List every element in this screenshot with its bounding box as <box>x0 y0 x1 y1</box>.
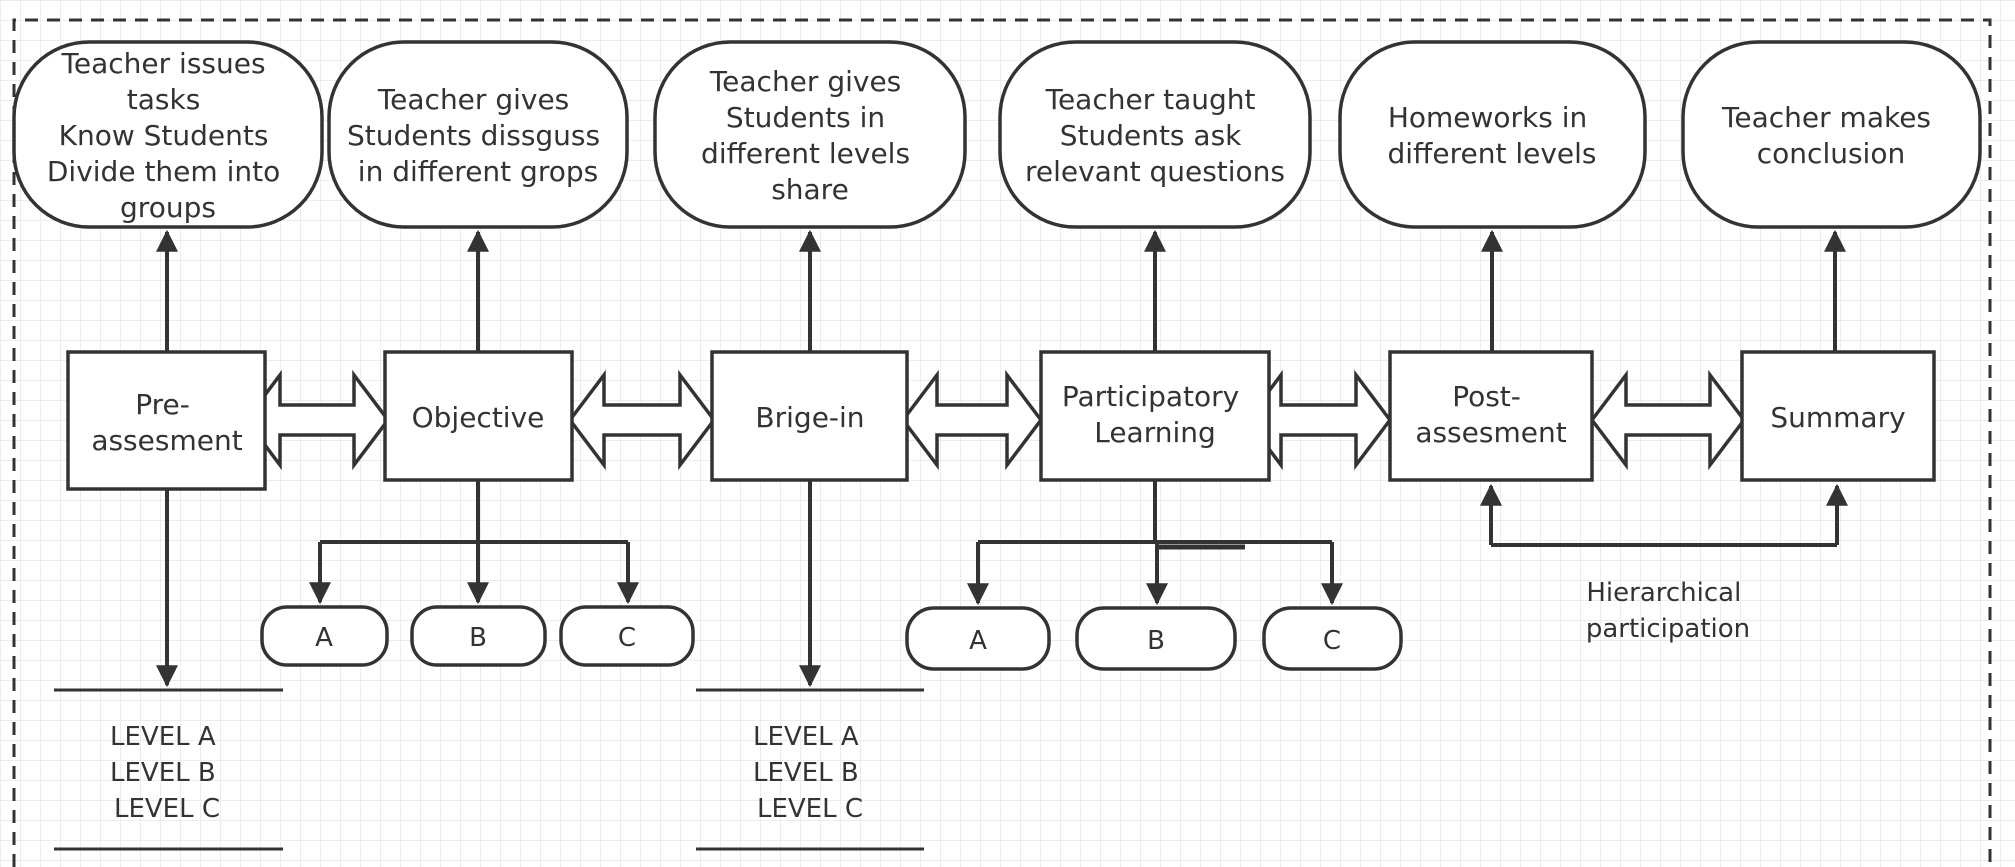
task-4-line-2: Students ask <box>1060 119 1242 152</box>
task-5-line-2: different levels <box>1388 137 1597 170</box>
double-arrow-3 <box>900 369 1044 471</box>
task-6-line-1: Teacher makes <box>1721 101 1931 134</box>
objective-branch <box>309 480 639 605</box>
svg-text:Post- assesment: Post- assesment <box>1415 380 1566 449</box>
task-box-2: Teacher gives Students dissguss in diffe… <box>327 40 629 229</box>
task-2-line-3: in different grops <box>358 155 598 188</box>
stage-4-line-1: Participatory <box>1062 380 1239 413</box>
stage-6-line-1: Summary <box>1770 401 1905 434</box>
levels-1-text: LEVEL A LEVEL B LEVEL C <box>110 722 224 824</box>
task-box-6: Teacher makes conclusion <box>1681 40 1982 229</box>
task-box-1: Teacher issues tasks Know Students Divid… <box>12 40 324 229</box>
svg-text:Teacher taught Students: Teacher taught Students ask relevant que… <box>1025 83 1285 188</box>
group-objective-b-label: B <box>469 623 487 653</box>
svg-text:Teacher gives Students d: Teacher gives Students dissguss in diffe… <box>347 83 609 188</box>
stage-summary: Summary <box>1740 350 1936 482</box>
stage-2-line-1: Objective <box>412 401 545 434</box>
task-3-line-2: Students in <box>726 101 885 134</box>
task-1-line-5: groups <box>120 191 216 224</box>
task-4-line-1: Teacher taught <box>1045 83 1256 116</box>
svg-text:Objective: Objective <box>412 401 545 434</box>
task-box-3: Teacher gives Students in different leve… <box>653 40 967 229</box>
svg-text:Teacher gives Students i: Teacher gives Students in different leve… <box>701 65 919 206</box>
group-participatory-a: A <box>905 606 1051 671</box>
task-6-line-2: conclusion <box>1757 137 1905 170</box>
svg-text:Homeworks in different l: Homeworks in different levels <box>1388 101 1597 170</box>
stage-participatory-learning: Participatory Learning <box>1039 350 1271 482</box>
stage-5-line-2: assesment <box>1415 416 1566 449</box>
svg-text:Pre- assesment: Pre- assesment <box>91 388 242 457</box>
hierarchical-line-2: participation <box>1586 614 1750 644</box>
levels-2-line-3: LEVEL C <box>757 794 863 824</box>
svg-text:Teacher makes conclusion: Teacher makes conclusion <box>1721 101 1940 170</box>
task-box-4: Teacher taught Students ask relevant que… <box>998 40 1312 229</box>
hierarchical-participation-label: Hierarchical participation <box>1586 578 1750 644</box>
levels-1-line-1: LEVEL A <box>110 722 216 752</box>
stage-bridge-in: Brige-in <box>710 350 909 482</box>
task-1-line-1: Teacher issues <box>61 47 266 80</box>
stage-5-line-1: Post- <box>1452 380 1521 413</box>
task-2-line-1: Teacher gives <box>377 83 569 116</box>
group-participatory-b: B <box>1075 606 1237 671</box>
group-objective-a: A <box>260 605 389 667</box>
svg-text:Participatory Learning: Participatory Learning <box>1062 380 1248 449</box>
hierarchical-line-1: Hierarchical <box>1586 578 1741 608</box>
group-objective-a-label: A <box>315 623 333 653</box>
levels-2-line-2: LEVEL B <box>753 758 859 788</box>
dashed-frame <box>12 18 1992 867</box>
stage-1-line-1: Pre- <box>135 388 190 421</box>
task-1-line-3: Know Students <box>59 119 269 152</box>
group-participatory-a-label: A <box>969 626 987 656</box>
stage-pre-assessment: Pre- assesment <box>66 350 267 491</box>
stage-1-line-2: assesment <box>91 424 242 457</box>
group-objective-b: B <box>410 605 547 667</box>
task-3-line-4: share <box>771 173 849 206</box>
task-3-line-3: different levels <box>701 137 910 170</box>
stage-4-line-2: Learning <box>1094 416 1216 449</box>
stage-3-line-1: Brige-in <box>755 401 864 434</box>
group-objective-c: C <box>559 605 695 667</box>
task-1-line-2: tasks <box>127 83 201 116</box>
levels-1-line-2: LEVEL B <box>110 758 216 788</box>
task-5-line-1: Homeworks in <box>1388 101 1587 134</box>
double-arrow-1 <box>243 369 391 471</box>
group-objective-c-label: C <box>618 623 636 653</box>
task-2-line-2: Students dissguss <box>347 119 600 152</box>
levels-2-line-1: LEVEL A <box>753 722 859 752</box>
levels-1-line-3: LEVEL C <box>114 794 220 824</box>
group-participatory-b-label: B <box>1147 626 1165 656</box>
hierarchical-bracket <box>1480 483 1848 547</box>
stage-objective: Objective <box>383 350 574 482</box>
svg-text:Teacher issues tasks: Teacher issues tasks Know Students Divid… <box>47 47 289 224</box>
group-participatory-c: C <box>1262 606 1403 671</box>
task-3-line-1: Teacher gives <box>709 65 901 98</box>
participatory-branch <box>967 480 1343 606</box>
double-arrow-5 <box>1589 369 1747 471</box>
levels-2-text: LEVEL A LEVEL B LEVEL C <box>753 722 867 824</box>
stage-post-assessment: Post- assesment <box>1388 350 1594 482</box>
svg-text:Brige-in: Brige-in <box>755 401 864 434</box>
task-1-line-4: Divide them into <box>47 155 280 188</box>
double-arrow-2 <box>567 369 717 471</box>
svg-text:Summary: Summary <box>1770 401 1905 434</box>
task-4-line-3: relevant questions <box>1025 155 1285 188</box>
group-participatory-c-label: C <box>1323 626 1341 656</box>
task-box-5: Homeworks in different levels <box>1338 40 1647 229</box>
